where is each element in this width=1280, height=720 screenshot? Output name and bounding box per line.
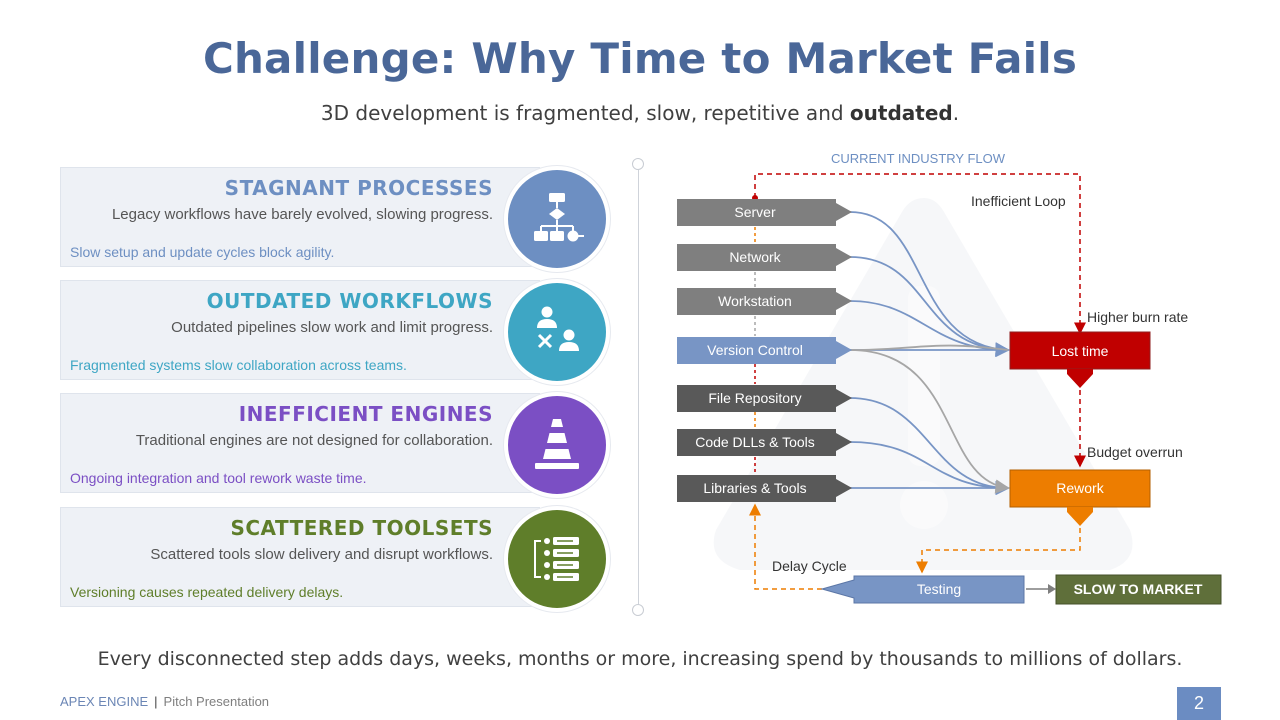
card-icon-circle (504, 392, 610, 498)
subtitle-period: . (952, 101, 960, 125)
card-description: Traditional engines are not designed for… (135, 432, 493, 449)
card-icon-circle (504, 279, 610, 385)
card-heading: INEFFICIENT ENGINES (238, 402, 493, 426)
card-icon-circle (504, 506, 610, 612)
step-libraries: Libraries & Tools (677, 475, 852, 502)
higher-burn-rate-label: Higher burn rate (1087, 309, 1188, 325)
divider-dot-bottom (632, 604, 644, 616)
card-heading: STAGNANT PROCESSES (224, 176, 493, 200)
presentation-label: Pitch Presentation (163, 694, 270, 709)
step-server: Server (677, 199, 852, 226)
svg-text:Network: Network (729, 249, 781, 265)
card-heading: OUTDATED WORKFLOWS (206, 289, 493, 313)
svg-text:File Repository: File Repository (708, 390, 801, 406)
traffic-cone-icon (535, 419, 579, 469)
step-version-control: Version Control (677, 337, 852, 364)
curve-server-lost (849, 211, 1010, 357)
card-heading: SCATTERED TOOLSETS (230, 516, 493, 540)
card-note: Ongoing integration and tool rework wast… (70, 470, 367, 486)
svg-text:Server: Server (734, 204, 776, 220)
page-title: Challenge: Why Time to Market Fails (202, 34, 1078, 83)
step-file-repository: File Repository (677, 385, 852, 412)
brand-separator: | (154, 694, 158, 709)
card-outdated-workflows: OUTDATED WORKFLOWS Outdated pipelines sl… (60, 280, 540, 380)
card-description: Scattered tools slow delivery and disrup… (150, 546, 493, 563)
svg-text:Libraries & Tools: Libraries & Tools (703, 480, 806, 496)
svg-text:Testing: Testing (917, 581, 961, 597)
curve-network-lost (849, 256, 1010, 357)
card-scattered-toolsets: SCATTERED TOOLSETS Scattered tools slow … (60, 507, 540, 607)
card-description: Legacy workflows have barely evolved, sl… (111, 206, 493, 223)
svg-text:Workstation: Workstation (718, 293, 792, 309)
svg-text:Version Control: Version Control (707, 342, 803, 358)
svg-text:SLOW TO MARKET: SLOW TO MARKET (1074, 581, 1203, 597)
budget-overrun-label: Budget overrun (1087, 444, 1183, 460)
step-workstation: Workstation (677, 288, 852, 315)
card-note: Fragmented systems slow collaboration ac… (70, 357, 407, 373)
brand-logo: APEX ENGINE (60, 694, 149, 709)
delay-cycle-line (749, 503, 822, 590)
delay-cycle-label: Delay Cycle (772, 558, 847, 574)
subtitle-emphasis: outdated (849, 101, 953, 125)
footer-statement: Every disconnected step adds days, weeks… (97, 648, 1183, 670)
page-number: 2 (1177, 687, 1221, 720)
stacked-tools-icon (534, 537, 579, 581)
card-stagnant-processes: STAGNANT PROCESSES Legacy workflows have… (60, 167, 540, 267)
subtitle-text: 3D development is fragmented, slow, repe… (320, 101, 850, 125)
flow-heading: CURRENT INDUSTRY FLOW (831, 151, 1006, 166)
curve-repo-rework (849, 397, 1010, 496)
flowchart-icon (534, 193, 584, 242)
curve-version-lost-gray (849, 344, 1009, 351)
divider-line (638, 170, 639, 604)
rework-box: Rework (1009, 469, 1151, 526)
divider-dot-top (632, 158, 644, 170)
inefficient-loop-label: Inefficient Loop (971, 193, 1066, 209)
testing-box: Testing (820, 575, 1025, 604)
inefficient-loop-line (754, 173, 1086, 335)
lost-time-box: Lost time (1009, 331, 1151, 388)
slow-to-market-box: SLOW TO MARKET (1055, 574, 1222, 605)
page-subtitle: 3D development is fragmented, slow, repe… (0, 101, 1280, 125)
disconnected-users-icon (537, 306, 579, 351)
card-description: Outdated pipelines slow work and limit p… (171, 319, 493, 336)
svg-text:Code DLLs & Tools: Code DLLs & Tools (695, 434, 815, 450)
step-code-dlls: Code DLLs & Tools (677, 429, 852, 456)
svg-text:Rework: Rework (1056, 480, 1104, 496)
curve-code-rework (849, 441, 1010, 496)
card-icon-circle (504, 166, 610, 272)
brand-footer: APEX ENGINE | Pitch Presentation (60, 694, 269, 709)
card-note: Slow setup and update cycles block agili… (70, 244, 335, 260)
svg-text:Lost time: Lost time (1052, 343, 1109, 359)
step-network: Network (677, 244, 852, 271)
card-inefficient-engines: INEFFICIENT ENGINES Traditional engines … (60, 393, 540, 493)
card-note: Versioning causes repeated delivery dela… (70, 584, 344, 600)
rework-to-testing-line (916, 528, 1081, 574)
curve-version-rework (849, 349, 1010, 494)
